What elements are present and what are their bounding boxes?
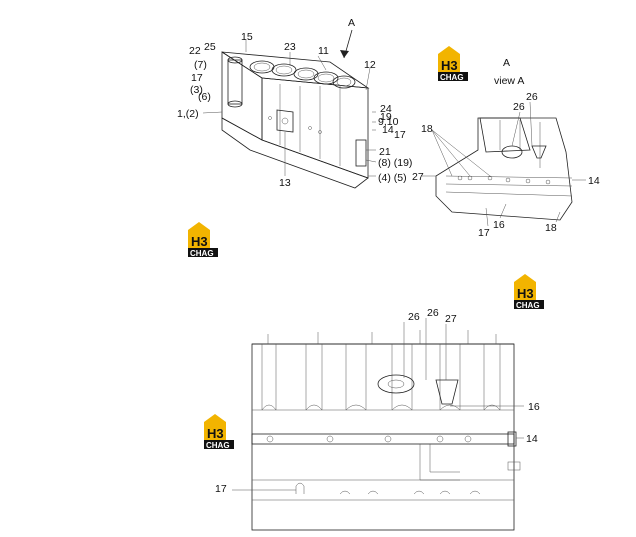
logo-word: CHAG: [206, 441, 230, 450]
label-4-5: (4) (5): [378, 172, 407, 184]
side-label-27: 27: [445, 313, 457, 325]
side-label-26b: 26: [427, 307, 439, 319]
logo-mark: H3: [441, 58, 458, 73]
brand-logo-2: H3 CHAG: [438, 46, 468, 82]
view-direction-arrow: [340, 29, 353, 59]
view-a-label-18b: 18: [545, 222, 557, 234]
logo-word: CHAG: [440, 73, 464, 82]
view-a-label-17: 17: [478, 227, 490, 239]
side-label-17: 17: [215, 483, 227, 495]
label-19: 19: [380, 111, 392, 123]
logo-mark: H3: [207, 426, 224, 441]
label-3: (3): [190, 84, 203, 96]
side-label-14: 14: [526, 433, 538, 445]
view-a-drawing: [422, 101, 586, 227]
label-24: 24: [380, 103, 392, 115]
label-12: 12: [364, 59, 376, 71]
side-label-26a: 26: [408, 311, 420, 323]
label-22: 22: [189, 45, 201, 57]
logo-word: CHAG: [516, 301, 540, 310]
view-a-letter: A: [503, 57, 510, 69]
logo-mark: H3: [191, 234, 208, 249]
view-a-label-16: 16: [493, 219, 505, 231]
label-17b: 17: [394, 129, 406, 141]
label-21: 21: [379, 146, 391, 158]
label-23: 23: [284, 41, 296, 53]
brand-logo-4: H3 CHAG: [514, 274, 544, 310]
arrow-letter: A: [348, 17, 355, 29]
label-1-2: 1,(2): [177, 108, 199, 120]
label-27: 27: [412, 171, 424, 183]
label-7: (7): [194, 59, 207, 71]
side-label-16: 16: [528, 401, 540, 413]
label-17: 17: [191, 72, 203, 84]
label-13: 13: [279, 177, 291, 189]
view-a-label-14: 14: [588, 175, 600, 187]
view-a-labels: 18 26 26 14 17 16 18: [421, 91, 600, 239]
brand-logo-5: H3 CHAG: [204, 414, 234, 450]
block-labels: A 15 22 25 23 11 (7) 17 (3) (6) 12 1,(2)…: [177, 17, 424, 189]
label-6: (6): [198, 91, 211, 103]
view-a-label-18: 18: [421, 123, 433, 135]
label-9-10: 9,10: [378, 116, 399, 128]
view-a-title: view A: [494, 75, 524, 87]
view-a-label-26a: 26: [526, 91, 538, 103]
engine-block-isometric: [202, 40, 377, 189]
side-view-labels: 26 26 27 16 14 17: [215, 307, 540, 495]
brand-logo-3: H3 CHAG: [188, 222, 218, 258]
block-side-view: [232, 318, 524, 531]
label-11: 11: [318, 45, 329, 57]
view-a-label-26b: 26: [513, 101, 525, 113]
label-15: 15: [241, 31, 253, 43]
label-25: 25: [204, 41, 216, 53]
label-8-19: (8) (19): [378, 157, 412, 169]
label-14: 14: [382, 124, 394, 136]
logo-mark: H3: [517, 286, 534, 301]
logo-word: CHAG: [190, 249, 214, 258]
